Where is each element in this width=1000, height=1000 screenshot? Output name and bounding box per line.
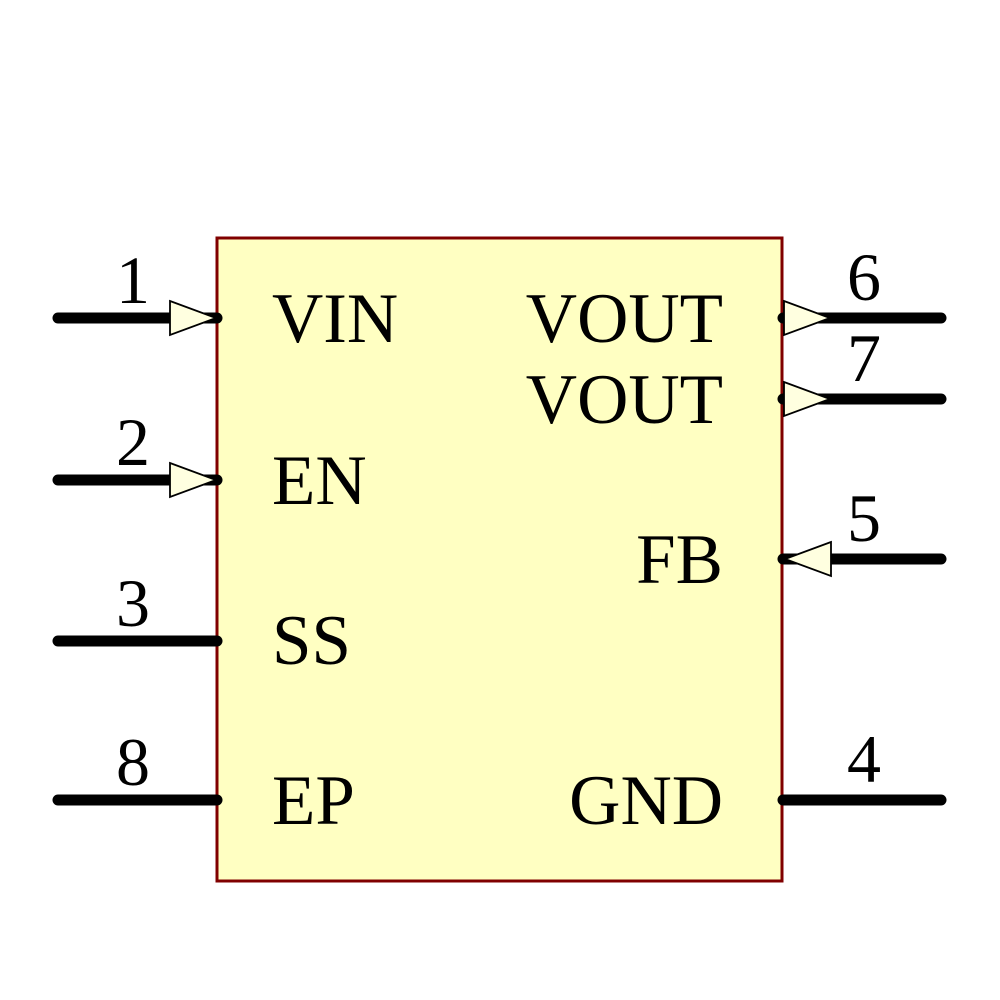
component-body [215,236,784,883]
pin-3-number: 3 [116,565,150,641]
pin-8-number: 8 [116,724,150,800]
pin-1-input-arrow-icon [169,299,219,337]
pin-ep-label: EP [272,762,355,840]
pin-ss-label: SS [272,602,351,680]
pin-8: 8 EP [52,724,355,840]
pin-4-number: 4 [847,721,881,797]
pin-6-number: 6 [847,239,881,315]
pin-7-output-arrow-icon [783,380,833,418]
pin-1-number: 1 [116,242,150,318]
pin-fb-label: FB [636,521,723,599]
pin-6-output-arrow-icon [783,299,833,337]
pin-5-number: 5 [847,480,881,556]
pin-5: 5 FB [636,480,947,599]
pin-2-number: 2 [116,404,150,480]
pin-2: 2 EN [52,404,367,520]
pin-vin-label: VIN [272,280,398,358]
pin-4: 4 GND [569,721,947,840]
pin-2-input-arrow-icon [169,461,219,499]
pin-1: 1 VIN [52,242,398,358]
pin-3: 3 SS [52,565,351,680]
pin-gnd-label: GND [569,762,723,840]
pin-7: 7 VOUT [526,320,947,439]
pin-vout2-label: VOUT [526,361,723,439]
pin-vout1-label: VOUT [526,280,723,358]
pin-6: 6 VOUT [526,239,947,358]
pin-en-label: EN [272,442,367,520]
pin-7-number: 7 [847,320,881,396]
pin-5-input-arrow-icon [782,540,832,578]
